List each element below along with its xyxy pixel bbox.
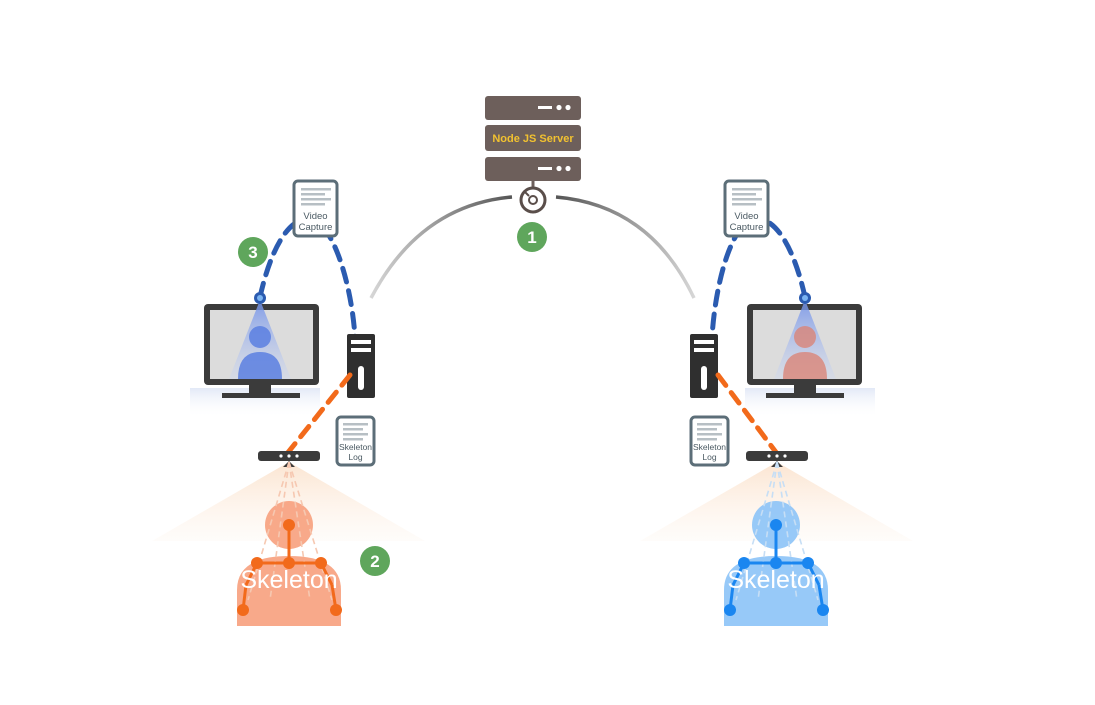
node-js-server[interactable]: Node JS Server bbox=[485, 96, 581, 214]
remote-user-avatar-right bbox=[783, 326, 827, 379]
svg-text:Skeleton: Skeleton bbox=[339, 442, 372, 452]
svg-text:Video: Video bbox=[734, 211, 758, 222]
server-unit-bottom bbox=[485, 157, 581, 181]
monitor-right bbox=[745, 292, 875, 418]
webcam-icon-right bbox=[799, 292, 811, 304]
skeleton-label-left: Skeleton bbox=[240, 566, 337, 594]
svg-text:Log: Log bbox=[702, 452, 716, 462]
skeleton-log-document-right[interactable]: Skeleton Log bbox=[689, 415, 730, 467]
svg-text:Video: Video bbox=[303, 211, 327, 222]
svg-text:Capture: Capture bbox=[299, 222, 333, 233]
server-unit-label bbox=[485, 125, 581, 151]
server-unit-top bbox=[485, 96, 581, 120]
user-skeleton-right: Skeleton bbox=[724, 461, 829, 626]
badge-3: 3 bbox=[238, 237, 268, 267]
server-port-icon bbox=[519, 186, 547, 214]
depth-sensor-right bbox=[746, 451, 808, 467]
svg-text:Log: Log bbox=[348, 452, 362, 462]
svg-text:1: 1 bbox=[527, 228, 536, 247]
monitor-left bbox=[190, 292, 320, 418]
server-connections bbox=[369, 195, 696, 299]
webcam-icon-left bbox=[254, 292, 266, 304]
skeleton-link-left bbox=[283, 372, 353, 458]
badge-2: 2 bbox=[360, 546, 390, 576]
video-capture-document-right[interactable]: Video Capture bbox=[723, 179, 770, 238]
skeleton-label-right: Skeleton bbox=[727, 566, 824, 594]
svg-text:3: 3 bbox=[248, 243, 257, 262]
server-arc-right bbox=[555, 195, 696, 299]
skeleton-log-document-left[interactable]: Skeleton Log bbox=[335, 415, 376, 467]
remote-user-avatar-left bbox=[238, 326, 282, 379]
server-arc-left bbox=[369, 195, 513, 299]
depth-sensor-left bbox=[258, 451, 320, 467]
svg-text:2: 2 bbox=[370, 552, 379, 571]
video-capture-document-left[interactable]: Video Capture bbox=[292, 179, 339, 238]
server-label: Node JS Server bbox=[492, 133, 574, 145]
pc-tower-right bbox=[690, 334, 718, 398]
pc-tower-left bbox=[347, 334, 375, 398]
skeleton-link-right bbox=[715, 372, 781, 458]
user-skeleton-left: Skeleton bbox=[237, 461, 342, 626]
badge-1: 1 bbox=[517, 222, 547, 252]
svg-text:Capture: Capture bbox=[730, 222, 764, 233]
svg-text:Skeleton: Skeleton bbox=[693, 442, 726, 452]
